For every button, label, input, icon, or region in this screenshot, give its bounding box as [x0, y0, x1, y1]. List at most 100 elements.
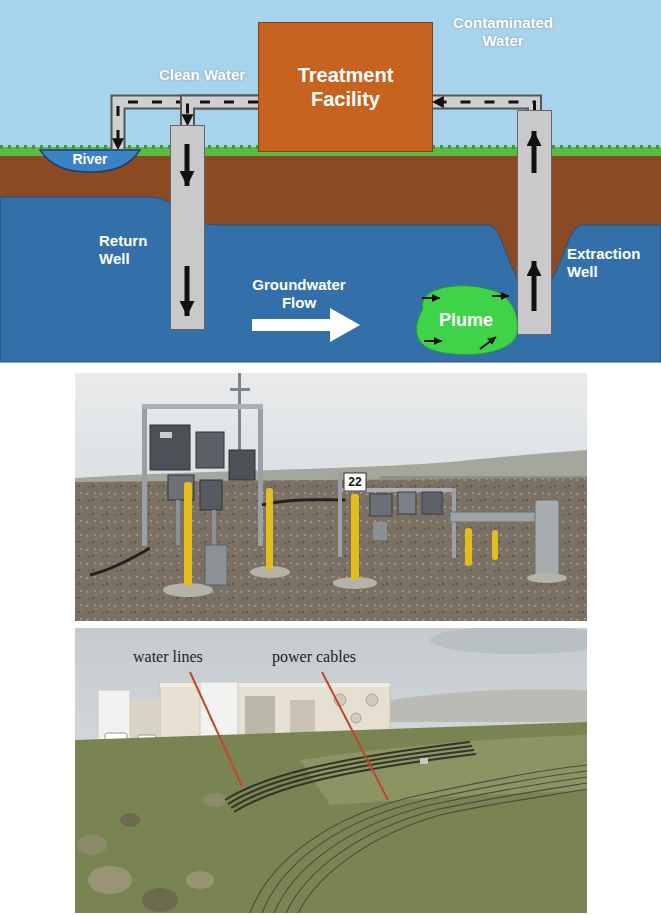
bollard: [492, 530, 498, 560]
power-cable: [262, 771, 587, 913]
conduit: [212, 510, 216, 546]
sagebrush: [142, 888, 178, 912]
flow-arrow: [424, 340, 442, 342]
power-cable: [250, 765, 587, 913]
frame-post: [258, 406, 263, 546]
groundwater: [0, 197, 661, 362]
conduit: [176, 500, 180, 545]
frame-post: [142, 406, 147, 546]
pipe: [450, 512, 545, 522]
pipe-body: [118, 102, 258, 149]
contaminant-plume-shape: [412, 283, 520, 357]
plume-outline: [416, 286, 517, 355]
box-label: [160, 432, 172, 438]
building-annex: [130, 700, 160, 742]
sagebrush: [203, 793, 227, 807]
node-text: Extraction Well: [567, 245, 651, 281]
distant-hill: [380, 689, 587, 722]
edge-label: Clean Water: [150, 66, 254, 84]
bollard: [465, 528, 472, 566]
power-cable-bundle: [250, 765, 587, 913]
power-cable: [274, 777, 587, 913]
grass: [0, 147, 661, 156]
contaminant-plume: Plume: [412, 283, 520, 357]
electrical-box: [229, 450, 255, 480]
node-text: River: [72, 150, 107, 168]
grass-field: [75, 722, 587, 913]
flow-direction: [433, 102, 535, 110]
utility-pole: [238, 373, 241, 455]
sagebrush: [186, 871, 214, 889]
river-outline: [40, 150, 140, 172]
sky: [0, 0, 661, 362]
flow-arrow: [185, 266, 190, 316]
pipe-connector: [433, 102, 535, 110]
sagebrush: [77, 835, 107, 855]
electrical-box: [398, 492, 416, 514]
vent: [366, 694, 378, 706]
power-cable: [286, 783, 587, 913]
pipe-connector: [188, 102, 259, 125]
soil: [0, 152, 661, 362]
flow-arrow: [252, 308, 360, 342]
field-photo: [75, 628, 587, 913]
frame-post: [338, 472, 342, 557]
leader-line: [190, 672, 242, 786]
pipe-connector: [118, 102, 258, 149]
electrical-box: [422, 492, 442, 514]
cable: [90, 548, 150, 575]
connectors: [118, 102, 535, 149]
cloud: [430, 628, 587, 654]
return-well: Return Well: [170, 125, 205, 330]
bollard: [184, 482, 192, 586]
node-text: Plume: [439, 309, 493, 331]
wellhead-photo: [75, 373, 587, 621]
well-arrows: [518, 111, 553, 336]
electrical-box: [370, 494, 392, 516]
wellhead: [535, 500, 559, 578]
river-shape: [40, 149, 140, 173]
node-text: Treatment Facility: [267, 63, 424, 111]
ground-box: [205, 545, 227, 585]
flow-arrow: [422, 297, 440, 299]
bollard: [266, 488, 273, 570]
vent: [351, 713, 361, 723]
extraction-well: Extraction Well: [517, 110, 552, 335]
bollard: [351, 494, 359, 580]
flow-arrow: [532, 261, 537, 311]
pipe-body: [433, 102, 535, 110]
gravel-ground: [75, 478, 587, 621]
sagebrush: [120, 813, 140, 827]
pipe-outline: [433, 102, 535, 110]
photo-sky: [75, 373, 587, 621]
leader-line: [322, 672, 388, 800]
well-number-sign: [344, 473, 366, 491]
edge-label: Contaminated Water: [443, 14, 563, 50]
electrical-box: [196, 432, 224, 468]
flow-arrow: [532, 131, 537, 173]
flow-arrow: [185, 144, 190, 186]
concrete-pad: [527, 573, 567, 583]
electrical-box: [150, 425, 190, 470]
cable: [262, 500, 345, 505]
flow-direction: [188, 102, 259, 125]
photo-sky: [75, 628, 587, 913]
pipe-outline: [118, 102, 258, 149]
pipe-body: [188, 102, 259, 125]
frame-post: [452, 488, 456, 558]
flow-direction: [118, 102, 258, 149]
flow-arrow: [480, 337, 496, 349]
callout-label: power cables: [272, 647, 356, 666]
electrical-box: [373, 522, 387, 540]
flow-label: Groundwater Flow: [243, 276, 355, 312]
treatment-facility: Treatment Facility: [258, 22, 433, 152]
callout-label: water lines: [133, 647, 203, 666]
junction-box: [420, 758, 428, 764]
frame-top: [142, 404, 263, 409]
sagebrush: [88, 866, 132, 894]
tank-unit: [200, 682, 238, 742]
